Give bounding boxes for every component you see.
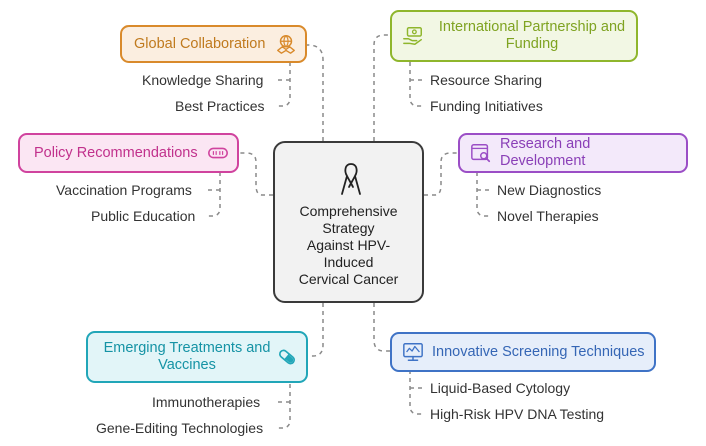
- browser-search-icon: [471, 144, 491, 163]
- branch-research-development: Research and Development: [458, 133, 688, 173]
- list-item: Knowledge Sharing: [142, 72, 264, 88]
- list-item: Best Practices: [175, 98, 265, 114]
- awareness-ribbon-icon: [341, 163, 361, 195]
- monitor-icon: [403, 343, 423, 361]
- list-item: New Diagnostics: [497, 182, 602, 198]
- branch-international-partnership: International Partnership and Funding: [390, 10, 638, 62]
- list-item: Novel Therapies: [497, 208, 599, 224]
- branch-label: Innovative Screening Techniques: [432, 343, 645, 360]
- handshake-globe-icon: [277, 35, 295, 54]
- branch-label: Policy Recommendations: [34, 144, 198, 161]
- list-item: Resource Sharing: [430, 72, 543, 88]
- central-title: Comprehensive Strategy Against HPV- Indu…: [298, 203, 399, 287]
- branch-label: Research and Development: [500, 136, 591, 169]
- branch-global-collaboration: Global Collaboration: [120, 25, 307, 63]
- list-item: High-Risk HPV DNA Testing: [430, 406, 605, 422]
- central-topic: Comprehensive Strategy Against HPV- Indu…: [273, 141, 424, 303]
- branch-policy-recommendations: Policy Recommendations: [18, 133, 239, 173]
- branch-label: Emerging Treatments and Vaccines: [103, 340, 271, 373]
- list-item: Funding Initiatives: [430, 98, 543, 114]
- list-item: Liquid-Based Cytology: [430, 380, 571, 396]
- branch-innovative-screening: Innovative Screening Techniques: [390, 332, 656, 372]
- money-hand-icon: [403, 27, 422, 45]
- branch-emerging-treatments: Emerging Treatments and Vaccines: [86, 331, 308, 383]
- list-item: Immunotherapies: [152, 394, 261, 410]
- list-item: Vaccination Programs: [56, 182, 192, 198]
- branch-label: Global Collaboration: [134, 35, 266, 52]
- pill-capsule-icon: [208, 147, 228, 159]
- list-item: Gene-Editing Technologies: [96, 420, 264, 436]
- pill-icon: [278, 349, 296, 365]
- list-item: Public Education: [91, 208, 196, 224]
- branch-label: International Partnership and Funding: [438, 19, 626, 52]
